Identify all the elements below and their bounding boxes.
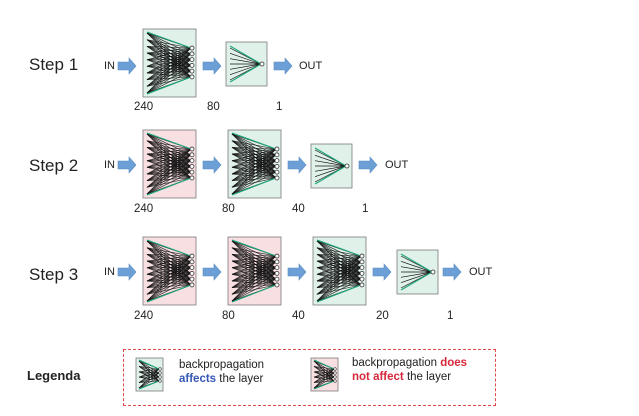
step-3-in-label: IN [104,266,115,278]
legend-green-layer-icon [135,357,164,392]
legend-pink-layer-icon [310,357,339,392]
step-2-out-arrow [358,156,378,174]
legend-affects-rest: the layer [216,373,264,385]
step-3-arrow-3 [372,263,392,281]
step-3-size-2: 80 [222,310,235,322]
legend-affects-word: affects [179,373,217,385]
step-3-size-5: 1 [447,310,454,322]
legend-not-affect-word2: not affect [352,371,404,383]
step-2-layer-3 [310,143,353,189]
step-2-in-arrow [117,156,137,174]
step-3-layer-4 [396,249,439,295]
step-3-in-arrow [117,263,137,281]
step-3-size-1: 240 [134,310,154,322]
step-2-label: Step 2 [29,156,79,175]
step-2-size-4: 1 [362,203,369,215]
step-3-arrow-1 [202,263,222,281]
step-1-in-label: IN [104,60,115,72]
step-1-size-1: 240 [134,101,154,113]
step-1-out-label: OUT [299,60,323,72]
step-2-layer-2 [227,129,282,199]
step-2-size-3: 40 [292,203,305,215]
step-1-out-arrow [273,57,293,75]
step-1-size-2: 80 [207,101,220,113]
step-3-layer-3 [312,236,367,306]
step-2-layer-1 [142,129,197,199]
step-1-in-arrow [117,57,137,75]
step-3-out-label: OUT [469,266,493,278]
step-1-size-3: 1 [276,101,283,113]
step-3-out-arrow [442,263,462,281]
legend-title: Legenda [27,368,81,383]
step-1-label: Step 1 [29,55,79,74]
step-3-arrow-2 [287,263,307,281]
step-3-label: Step 3 [29,265,79,284]
step-1-layer-2 [225,41,268,87]
step-1-layer-1 [142,28,197,98]
legend-box [123,349,496,406]
step-1-arrow-1 [202,57,222,75]
legend-not-affect-word1: does [440,357,468,369]
step-2-size-1: 240 [134,203,154,215]
step-3-layer-1 [142,236,197,306]
step-3-layer-2 [227,236,282,306]
step-2-in-label: IN [104,159,115,171]
step-2-arrow-1 [202,156,222,174]
legend-not-affect-rest: the layer [403,371,452,383]
legend-not-affect-line1: backpropagation [352,357,441,369]
step-2-out-label: OUT [385,159,409,171]
step-3-size-3: 40 [292,310,305,322]
step-2-arrow-2 [287,156,307,174]
step-3-size-4: 20 [376,310,389,322]
step-2-size-2: 80 [222,203,235,215]
legend-not-affect-text: backpropagation does not affect the laye… [352,356,492,384]
legend-affects-text: backpropagation affects the layer [179,358,299,386]
legend-affects-line1: backpropagation [179,359,265,371]
